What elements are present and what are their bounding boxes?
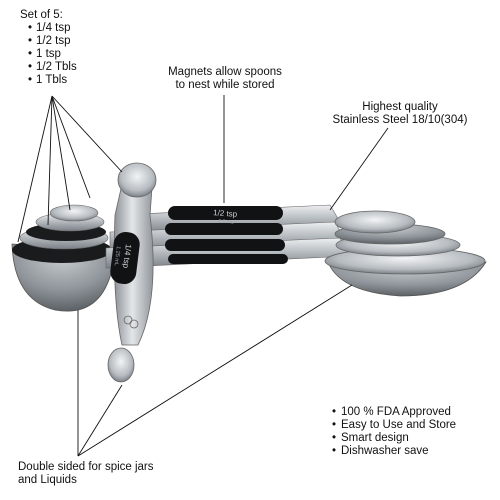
feature-item: Dishwasher save [332,445,456,458]
feature-item: 100 % FDA Approved [332,406,456,419]
right-bowls [324,210,487,297]
set-of-5-block: Set of 5: 1/4 tsp 1/2 tsp 1 tsp 1/2 Tbls… [20,9,77,87]
svg-text:1.25 mL: 1.25 mL [113,246,121,266]
vertical-spoon: 1/4 tsp 1.25 mL [107,162,157,383]
left-bowls [11,204,113,312]
horizontal-handles: 1/2 tsp 2.5 mL [105,204,351,269]
infinity-logo-icon [123,315,139,329]
set-item: 1/2 tsp [28,35,77,48]
set-title: Set of 5: [20,9,63,21]
quality-label: Highest quality Stainless Steel 18/10(30… [332,101,468,126]
top-handle-engraving: 1/2 tsp [213,208,238,219]
set-item: 1/4 tsp [28,22,77,35]
set-item: 1/2 Tbls [28,61,77,74]
svg-text:2.5 mL: 2.5 mL [218,218,234,225]
feature-item: Smart design [332,432,456,445]
feature-item: Easy to Use and Store [332,419,456,432]
set-item: 1 Tbls [28,74,77,87]
set-item: 1 tsp [28,48,77,61]
features-list: 100 % FDA Approved Easy to Use and Store… [332,406,456,458]
callout-lines [17,95,389,457]
vertical-spoon-engraving: 1/4 tsp [121,244,133,269]
double-sided-label: Double sided for spice jars and Liquids [18,461,154,486]
magnets-label: Magnets allow spoons to nest while store… [168,66,282,91]
